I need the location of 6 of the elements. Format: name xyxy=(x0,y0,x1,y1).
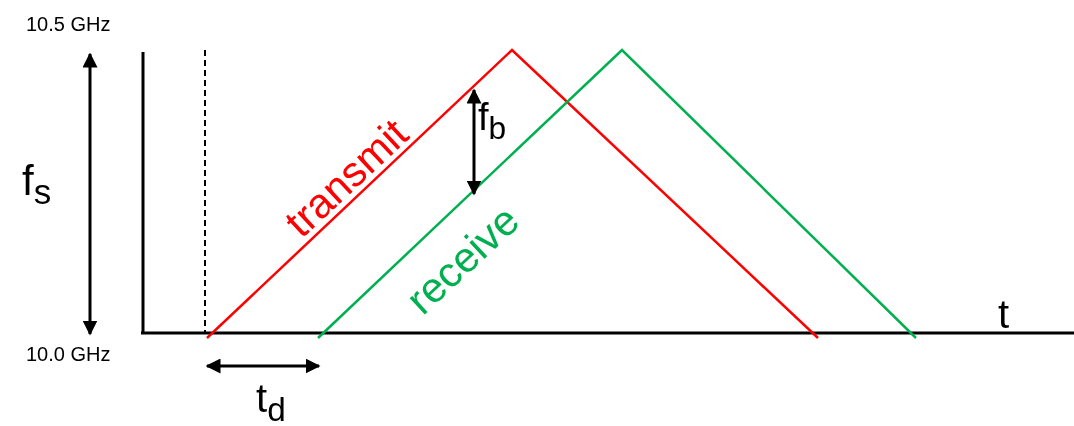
dimension-label: t$_{d}$ xyxy=(256,378,286,426)
tick-label: 10.0 GHz xyxy=(26,344,111,364)
dimension-label: f$_{b}$ xyxy=(478,98,507,145)
axis-label: f$_{s}$ xyxy=(22,160,52,210)
axis-label: t xyxy=(998,294,1010,334)
tick-label: 10.5 GHz xyxy=(26,14,111,34)
